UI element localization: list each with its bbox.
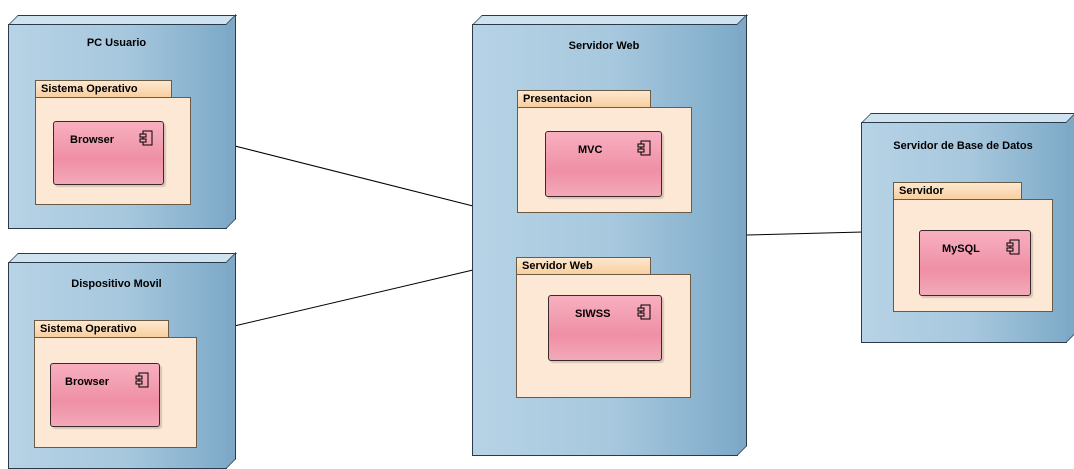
component-mysql[interactable]: MySQL <box>919 230 1031 296</box>
node-servidor-base-de-datos[interactable]: Servidor de Base de Datos Servidor MySQL <box>861 112 1074 345</box>
package-title: Presentacion <box>523 93 593 105</box>
component-label: MySQL <box>942 243 980 255</box>
component-label: SIWSS <box>575 308 611 320</box>
node-title: Servidor Web <box>568 40 640 52</box>
component-icon <box>1006 239 1020 255</box>
component-icon <box>135 372 149 388</box>
component-browser[interactable]: Browser <box>50 363 160 427</box>
package-tab: Presentacion <box>517 90 651 108</box>
component-label: MVC <box>578 144 603 156</box>
package-title: Sistema Operativo <box>41 83 138 95</box>
node-pc-usuario[interactable]: PC Usuario Sistema Operativo Browser <box>8 14 238 237</box>
component-siwss[interactable]: SIWSS <box>548 295 662 361</box>
package-tab: Servidor Web <box>516 257 651 275</box>
package-title: Servidor <box>899 185 944 197</box>
node-side-face <box>737 14 747 456</box>
node-servidor-web[interactable]: Servidor Web Presentacion MVC Servidor W… <box>472 14 762 462</box>
node-dispositivo-movil[interactable]: Dispositivo Movil Sistema Operativo Brow… <box>8 252 238 469</box>
link-movil-to-webserver <box>229 269 474 328</box>
component-icon <box>637 304 651 320</box>
component-browser[interactable]: Browser <box>53 121 164 185</box>
package-title: Sistema Operativo <box>40 323 137 335</box>
node-title: PC Usuario <box>86 37 147 49</box>
node-side-face <box>1066 112 1074 343</box>
package-title: Servidor Web <box>522 260 593 272</box>
component-label: Browser <box>65 376 110 388</box>
component-mvc[interactable]: MVC <box>545 131 662 197</box>
component-label: Browser <box>70 134 115 146</box>
component-icon <box>637 140 651 156</box>
package-tab: Sistema Operativo <box>35 80 172 98</box>
node-title: Dispositivo Movil <box>71 278 162 290</box>
node-title: Servidor de Base de Datos <box>893 140 1033 152</box>
link-pc-to-webserver <box>226 143 474 207</box>
node-side-face <box>226 252 236 469</box>
component-icon <box>139 130 153 146</box>
package-tab: Sistema Operativo <box>34 320 169 338</box>
link-webserver-to-db <box>746 231 864 236</box>
node-side-face <box>226 14 236 229</box>
package-tab: Servidor <box>893 182 1022 200</box>
